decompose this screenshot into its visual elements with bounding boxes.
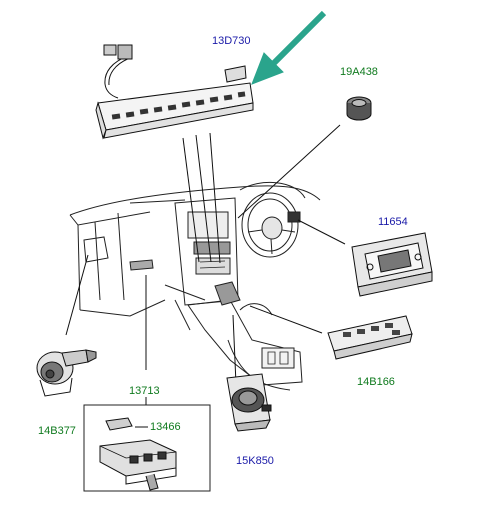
label-14B377: 14B377 [38,425,76,437]
part-13D730-switch-pack[interactable] [95,44,254,140]
label-11654: 11654 [378,216,408,228]
label-14B166: 14B166 [357,376,395,388]
label-13466: 13466 [150,421,181,433]
label-13713: 13713 [129,385,160,397]
part-13713-switch-body[interactable] [99,439,177,491]
leader-lines [65,124,346,385]
label-19A438: 19A438 [340,66,378,78]
part-19A438-knob[interactable] [346,96,372,121]
pointer-arrow-icon [251,10,327,85]
part-13466-cap[interactable] [105,417,133,431]
label-13D730: 13D730 [212,35,251,47]
part-15K850-selector[interactable] [226,373,272,432]
part-14B377-rotary-switch[interactable] [36,349,97,397]
part-14B166-switch-panel[interactable] [327,315,413,360]
dashboard-illustration [69,181,321,391]
label-15K850: 15K850 [236,455,274,467]
part-11654-display-module[interactable] [351,232,433,297]
